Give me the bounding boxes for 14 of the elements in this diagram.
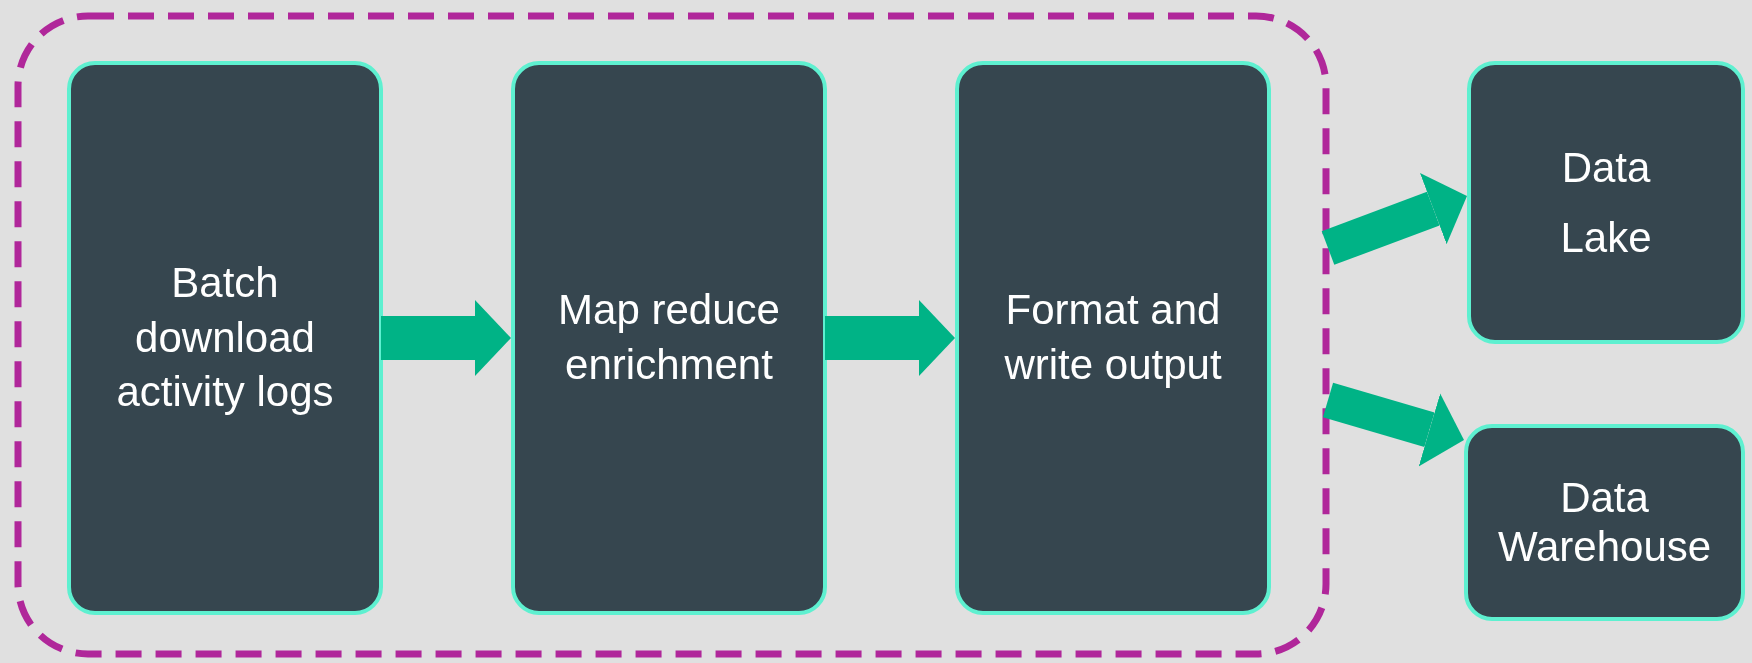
block-arrow <box>1322 382 1464 467</box>
box-label: Batch download activity logs <box>115 258 335 418</box>
block-arrow <box>381 300 511 376</box>
process-box <box>955 61 1271 615</box>
box-label: Data Lake <box>1559 143 1653 263</box>
box-label: Data Warehouse <box>1496 474 1713 571</box>
box-label: Map reduce enrichment <box>557 285 781 390</box>
block-arrow <box>825 300 955 376</box>
process-box <box>1467 61 1745 344</box>
process-box <box>67 61 383 615</box>
process-box <box>511 61 827 615</box>
process-box <box>1464 424 1745 621</box>
box-label: Format and write output <box>1003 285 1223 390</box>
block-arrow <box>1321 173 1467 265</box>
